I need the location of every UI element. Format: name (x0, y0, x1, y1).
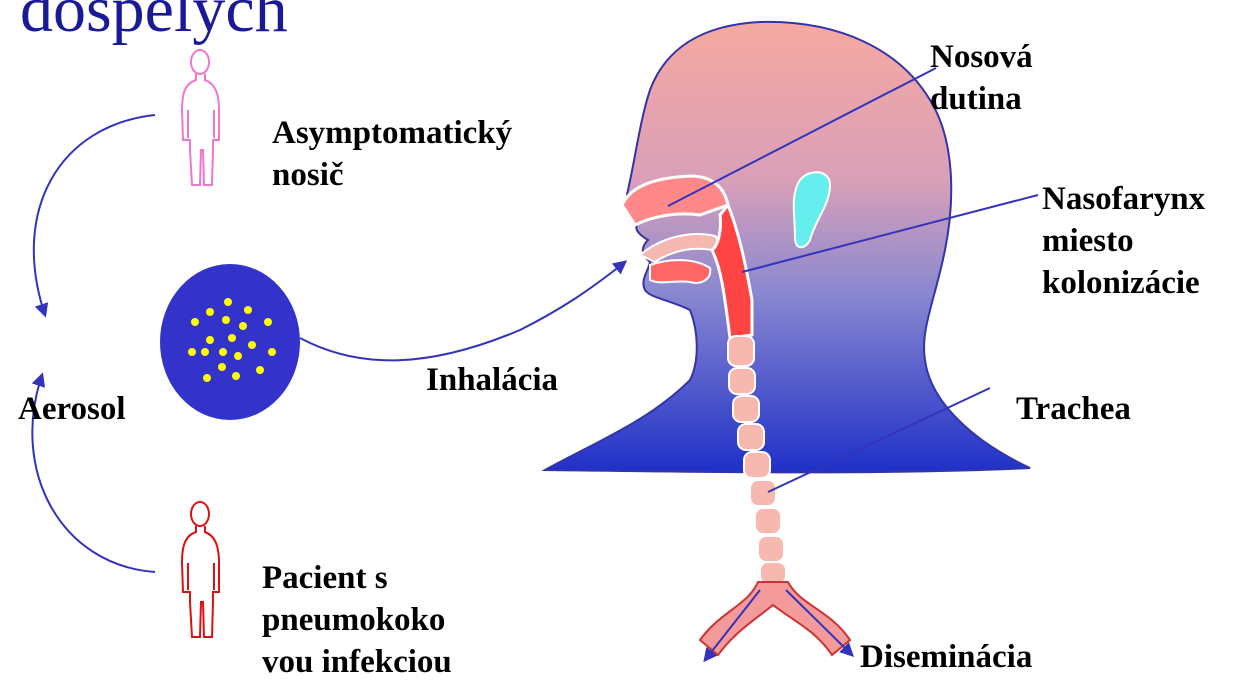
patient-figure (182, 502, 219, 637)
label-nasopharynx-line-3: kolonizácie (1042, 262, 1205, 304)
mouth-cavity (650, 260, 710, 283)
label-patient-line-2: pneumokoko (262, 599, 452, 641)
label-nasal-cavity: Nosová dutina (930, 36, 1033, 120)
label-nasopharynx-line-2: miesto (1042, 220, 1205, 262)
carrier-figure (182, 50, 219, 185)
label-aerosol: Aerosol (18, 388, 126, 430)
label-nasal-cavity-line-2: dutina (930, 78, 1033, 120)
page-title: dospelých (20, 0, 288, 50)
arrow-inhalation (300, 262, 625, 360)
dissemination-arrow-right (786, 590, 852, 655)
bronchi (700, 582, 850, 655)
label-nasopharynx-line-1: Nasofarynx (1042, 178, 1205, 220)
arrow-carrier-to-aerosol (34, 115, 155, 315)
label-nasal-cavity-line-1: Nosová (930, 36, 1033, 78)
label-carrier-line-1: Asymptomatický (272, 112, 512, 154)
label-dissemination: Diseminácia (860, 636, 1032, 678)
label-carrier-line-2: nosič (272, 154, 512, 196)
label-inhalation: Inhalácia (426, 359, 558, 401)
label-patient-line-3: vou infekciou (262, 641, 452, 683)
label-trachea: Trachea (1016, 388, 1131, 430)
label-nasopharynx: Nasofarynx miesto kolonizácie (1042, 178, 1205, 304)
label-asymptomatic-carrier: Asymptomatický nosič (272, 112, 512, 196)
label-patient-line-1: Pacient s (262, 557, 452, 599)
aerosol-disc (160, 264, 300, 420)
label-patient: Pacient s pneumokoko vou infekciou (262, 557, 452, 683)
